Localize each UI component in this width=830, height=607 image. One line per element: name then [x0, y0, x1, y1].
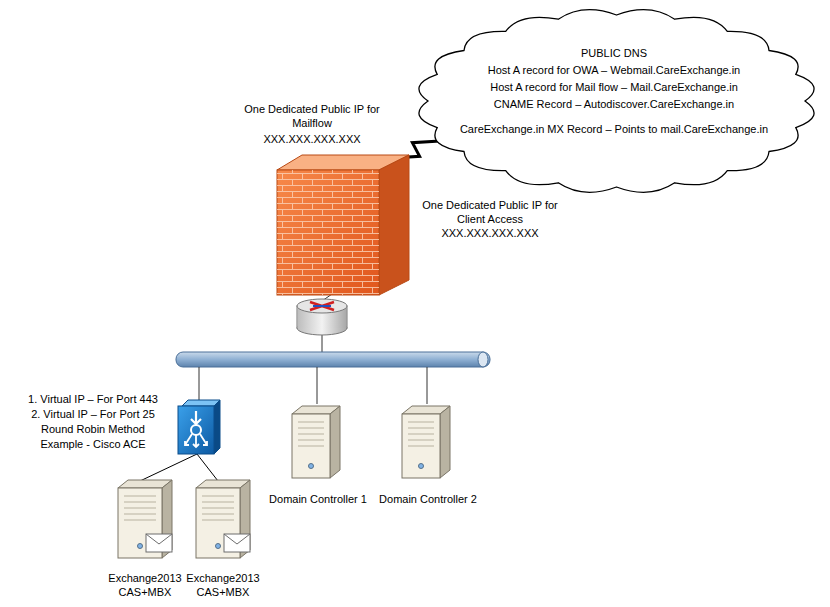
node-label: Host A record for Mail flow – Mail.CareE… [434, 80, 794, 94]
node-label: Round Robin Method [8, 422, 178, 436]
domain-controller-icon [398, 404, 456, 488]
router-wire [322, 334, 323, 353]
node-label: 2. Virtual IP – For Port 25 [8, 407, 178, 421]
exchange-server: Exchange2013 CAS+MBX [192, 478, 256, 568]
dc-wire [317, 367, 318, 404]
node-label: XXX.XXX.XXX.XXX [242, 132, 382, 146]
node-label: Example - Cisco ACE [8, 437, 178, 451]
node-label: Exchange2013 CAS+MBX [181, 571, 265, 599]
connector-line [197, 454, 218, 481]
load-balancer-icon [178, 400, 220, 454]
firewall: One Dedicated Public IP for MailflowXXX.… [272, 155, 412, 295]
exchange-server-icon [192, 478, 256, 568]
firewall-icon [272, 155, 412, 295]
domain-controller-icon [288, 404, 346, 488]
node-label: PUBLIC DNS [434, 46, 794, 60]
exchange-server: Exchange2013 CAS+MBX [114, 478, 178, 568]
node-label: One Dedicated Public IP for Mailflow [242, 102, 382, 130]
domain-controller: Domain Controller 2 [398, 404, 456, 488]
router-symbol [297, 299, 347, 335]
node-label: Exchange2013 CAS+MBX [103, 571, 187, 599]
dc-wire [427, 367, 428, 404]
node-label: Host A record for OWA – Webmail.CareExch… [434, 63, 794, 77]
node-label: 1. Virtual IP – For Port 443 [8, 392, 178, 406]
node-label: CNAME Record – Autodiscover.CareExchange… [434, 97, 794, 111]
node-label: XXX.XXX.XXX.XXX [407, 226, 573, 240]
connector-line [140, 454, 197, 481]
node-label: CareExchange.in MX Record – Points to ma… [434, 122, 794, 136]
load-balancer: 1. Virtual IP – For Port 4432. Virtual I… [178, 400, 220, 454]
node-label: One Dedicated Public IP for Client Acces… [407, 198, 573, 226]
dns-cloud: PUBLIC DNS Host A record for OWA – Webmai… [418, 5, 815, 197]
exchange-server-icon [114, 478, 178, 568]
node-label: Domain Controller 1 [253, 492, 383, 506]
network-bus [176, 352, 490, 367]
lb-wire [199, 367, 200, 400]
domain-controller: Domain Controller 1 [288, 404, 346, 488]
node-label: Domain Controller 2 [363, 492, 493, 506]
